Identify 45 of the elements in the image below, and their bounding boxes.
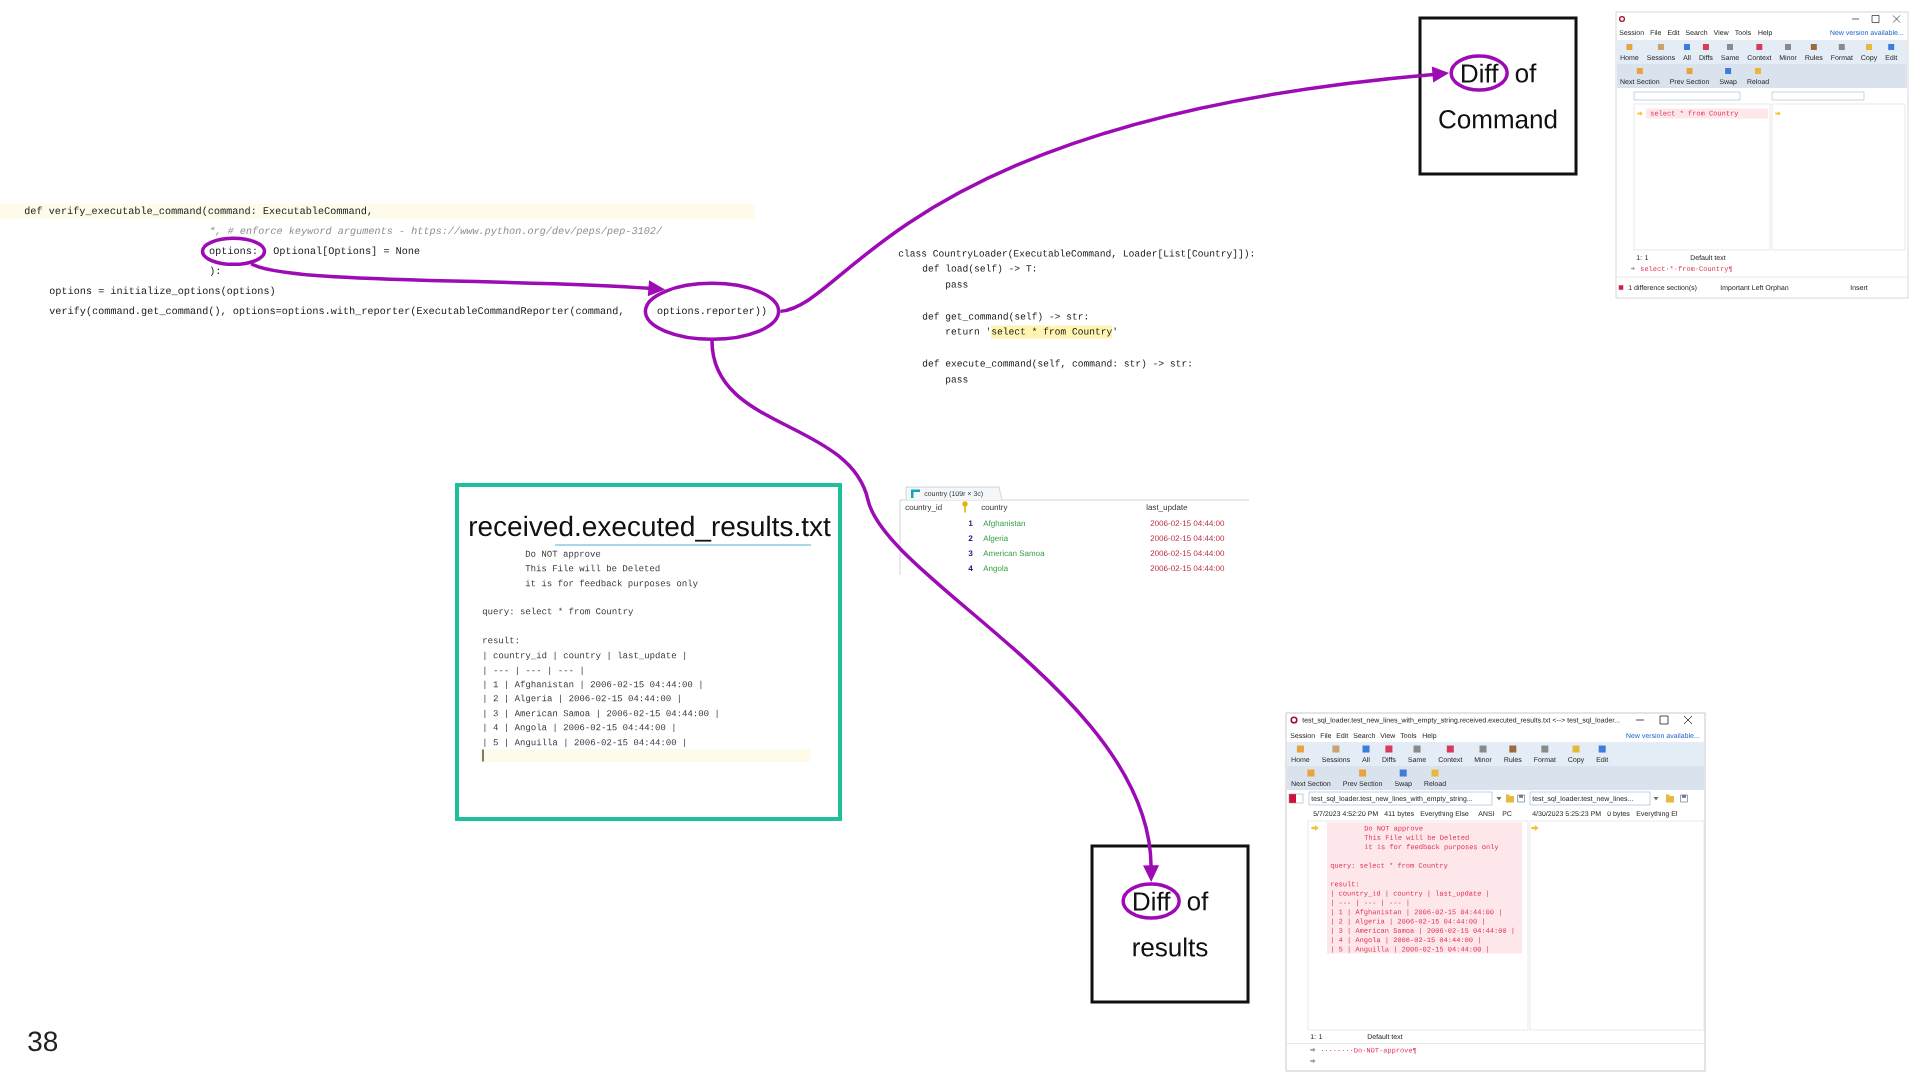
circled-text: Diff <box>1449 54 1509 92</box>
table-cell: 1 <box>968 520 973 526</box>
text-line: result: <box>483 636 518 644</box>
code-line: def verify_executable_command(command: ExecutableCommand, <box>24 206 371 217</box>
circled-text: options.reporter)) <box>643 281 781 342</box>
text-line: | 1 | Afghanistan | 2006-02-15 04:44:00 | <box>484 680 702 690</box>
text-line: | 2 | Algeria | 2006-02-15 04:44:00 | <box>484 694 680 704</box>
table-cell: Angola <box>983 565 1009 573</box>
file-box <box>455 483 842 821</box>
table-cell: 3 <box>968 550 973 557</box>
page-number: 38 <box>28 1031 58 1052</box>
text-line: This File will be Deleted <box>525 564 660 572</box>
code-line: def execute_command(self, command: str) -> str: <box>922 359 1191 369</box>
code-line: class CountryLoader(ExecutableCommand, Loader[List[Country]]): <box>898 249 1253 259</box>
column-header: country_id <box>905 504 942 512</box>
table-cell: Algeria <box>983 535 1009 543</box>
file-title: received.executed_results.txt <box>470 515 831 542</box>
code-line: return 'select * from Country' <box>946 325 1116 339</box>
table-cell: 2 <box>968 535 973 541</box>
text-line: Do NOT approve <box>525 550 601 559</box>
code-line: def get_command(self) -> str: <box>922 312 1087 322</box>
table-cell: 4 <box>968 565 973 571</box>
code-comment: *, # enforce keyword arguments - https://www.python.org/dev/peps/pep-3102/ <box>211 226 663 237</box>
code-line: pass <box>946 377 968 385</box>
column-header: country <box>981 504 1008 512</box>
table-cell: American Samoa <box>983 550 1045 557</box>
code-line: verify(command.get_command(), options=options.with_reporter(ExecutableCommandReporter(command, <box>49 306 622 317</box>
circled-text: options: <box>200 236 267 267</box>
text-line: | --- | --- | --- | <box>484 666 583 676</box>
table-cell: 2006-02-15 04:44:00 <box>1150 565 1225 572</box>
table-cell: 2006-02-15 04:44:00 <box>1150 535 1225 542</box>
code-line: options = initialize_options(options) <box>49 286 274 297</box>
text-line: it is for feedback purposes only <box>525 579 698 589</box>
text-line: query: select * from Country <box>482 607 634 617</box>
text-line: | 4 | Angola | 2006-02-15 04:44:00 | <box>484 723 675 733</box>
text-line: | country_id | country | last_update | <box>484 651 686 661</box>
table-cell: Afghanistan <box>983 520 1025 528</box>
table-cell: 2006-02-15 04:44:00 <box>1150 520 1225 527</box>
circled-text: Diff <box>1121 882 1181 920</box>
text-line: | 5 | Anguilla | 2006-02-15 04:44:00 | <box>484 738 686 748</box>
code-line: def load(self) -> T: <box>922 264 1036 274</box>
table-cell: 2006-02-15 04:44:00 <box>1150 550 1225 557</box>
code-line: pass <box>946 282 968 290</box>
text-line: | 3 | American Samoa | 2006-02-15 04:44:00 | <box>484 709 718 719</box>
column-header: last_update <box>1146 504 1188 512</box>
